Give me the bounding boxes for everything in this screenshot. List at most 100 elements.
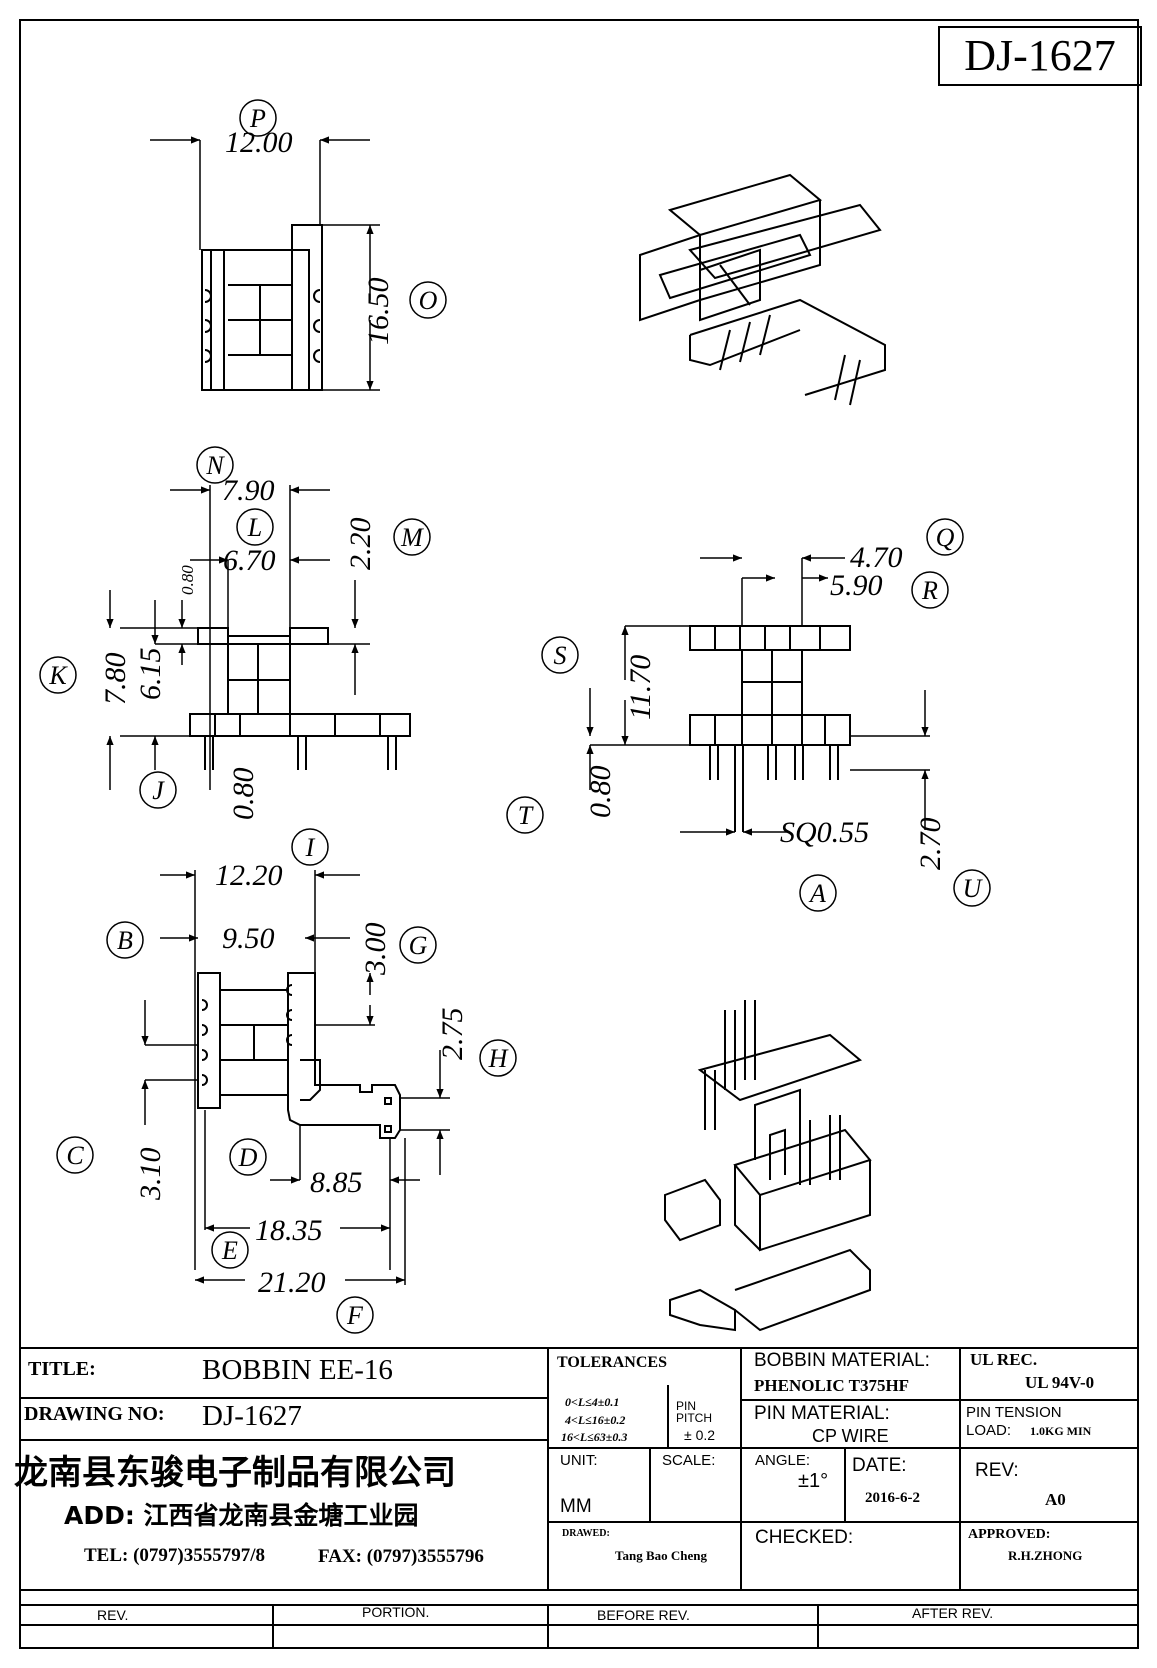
dim-u-2-70: 2.70 — [914, 818, 947, 871]
company-fax: FAX: (0797)3555796 — [318, 1546, 484, 1567]
company-tel: TEL: (0797)3555797/8 — [84, 1545, 266, 1566]
scale-label: SCALE: — [662, 1452, 716, 1469]
rev-header-rev: REV. — [97, 1607, 129, 1623]
dim-small-0-80: 0.80 — [178, 565, 197, 595]
title-label: TITLE: — [28, 1358, 96, 1380]
tolerance-2: 4<L≤16±0.2 — [565, 1413, 626, 1427]
drawing-no-value: DJ-1627 — [202, 1400, 302, 1432]
dim-k-6-15: 6.15 — [134, 648, 167, 701]
marker-l: L — [247, 513, 262, 542]
dim-d-8-85: 8.85 — [310, 1166, 363, 1199]
dim-h-2-75: 2.75 — [436, 1008, 469, 1061]
marker-k: K — [48, 661, 68, 690]
view-top-front — [201, 224, 323, 391]
marker-o: O — [419, 286, 438, 315]
dimension-lines-view1 — [150, 136, 380, 391]
marker-u: U — [963, 874, 984, 903]
checked-label: CHECKED: — [755, 1527, 854, 1548]
marker-b: B — [117, 926, 133, 955]
marker-q: Q — [936, 523, 955, 552]
dim-k-7-80: 7.80 — [99, 653, 132, 706]
circled-markers: P O N L M K J Q R S T A U I B G H C D E … — [39, 99, 991, 1334]
marker-c: C — [66, 1141, 84, 1170]
dim-a-sq: SQ0.55 — [780, 816, 869, 849]
marker-h: H — [488, 1044, 509, 1073]
marker-i: I — [305, 833, 316, 862]
marker-r: R — [921, 576, 938, 605]
marker-m: M — [400, 523, 424, 552]
pin-pitch-label: PIN PITCH — [676, 1399, 712, 1425]
dim-r-5-90: 5.90 — [830, 569, 883, 602]
tolerance-1: 0<L≤4±0.1 — [565, 1395, 620, 1409]
view-front — [689, 625, 851, 832]
isometric-view-top — [639, 173, 886, 406]
rev-header-before: BEFORE REV. — [597, 1607, 690, 1623]
approved-value: R.H.ZHONG — [1008, 1548, 1083, 1563]
pin-pitch-value: ± 0.2 — [684, 1427, 716, 1443]
dim-b-9-50: 9.50 — [222, 922, 275, 955]
marker-t: T — [518, 801, 534, 830]
title-value: BOBBIN EE-16 — [202, 1354, 393, 1386]
drawing-border — [19, 19, 1139, 1649]
drawing-id-box: DJ-1627 — [938, 26, 1142, 86]
marker-a: A — [808, 879, 826, 908]
dim-e-18-35: 18.35 — [255, 1214, 323, 1247]
dim-s-11-70: 11.70 — [624, 655, 657, 720]
rev-label: REV: — [975, 1460, 1019, 1481]
rev-header-after: AFTER REV. — [912, 1605, 994, 1621]
marker-s: S — [554, 641, 567, 670]
bobbin-material-label: BOBBIN MATERIAL: — [754, 1350, 930, 1371]
marker-p: P — [249, 104, 266, 133]
rev-header-portion: PORTION. — [362, 1604, 430, 1620]
ul-rec-value: UL 94V-0 — [1025, 1373, 1095, 1392]
bobbin-material-value: PHENOLIC T375HF — [754, 1376, 910, 1395]
date-value: 2016-6-2 — [865, 1490, 920, 1506]
dim-l-6-70: 6.70 — [223, 544, 276, 577]
dim-q-4-70: 4.70 — [850, 541, 903, 574]
marker-j: J — [152, 776, 165, 805]
drawn-label: DRAWED: — [562, 1528, 610, 1539]
pin-tension-label: PIN TENSION — [966, 1404, 1062, 1421]
tolerance-3: 16<L≤63±0.3 — [561, 1430, 628, 1444]
drawing-no-label: DRAWING NO: — [24, 1403, 165, 1425]
angle-value: ±1° — [798, 1470, 829, 1492]
company-address: ADD: 江西省龙南县金塘工业园 — [64, 1501, 419, 1530]
marker-g: G — [409, 931, 428, 960]
pin-material-label: PIN MATERIAL: — [754, 1403, 890, 1424]
date-label: DATE: — [852, 1455, 907, 1476]
unit-value: MM — [560, 1496, 592, 1517]
dim-m-2-20: 2.20 — [344, 518, 377, 571]
marker-d: D — [238, 1143, 258, 1172]
isometric-view-bottom — [664, 1000, 872, 1332]
approved-label: APPROVED: — [968, 1527, 1051, 1542]
dim-g-3-00: 3.00 — [359, 923, 392, 977]
unit-label: UNIT: — [560, 1452, 598, 1469]
tolerances-label: TOLERANCES — [557, 1354, 667, 1371]
pin-tension-load-label: LOAD: — [966, 1422, 1012, 1439]
rev-value: A0 — [1045, 1490, 1066, 1509]
view-bottom — [197, 972, 401, 1139]
dimension-lines-view2 — [106, 485, 370, 790]
dimension-labels: 12.00 16.50 7.90 6.70 2.20 0.80 7.80 6.1… — [99, 126, 947, 1299]
ul-rec-label: UL REC. — [970, 1350, 1038, 1369]
marker-e: E — [221, 1236, 238, 1265]
angle-label: ANGLE: — [755, 1452, 811, 1469]
dim-n-7-90: 7.90 — [222, 474, 275, 507]
dim-i-12-20: 12.20 — [215, 859, 283, 892]
view-side — [189, 627, 411, 770]
marker-n: N — [205, 451, 225, 480]
title-block-grid — [20, 1347, 1138, 1648]
dimension-lines-view3 — [586, 554, 930, 836]
dim-f-21-20: 21.20 — [258, 1266, 326, 1299]
pin-tension-value: 1.0KG MIN — [1030, 1424, 1092, 1438]
dim-j-0-80: 0.80 — [227, 768, 260, 821]
dim-t-0-80: 0.80 — [584, 766, 617, 819]
dim-c-3-10: 3.10 — [134, 1148, 167, 1202]
pin-material-value: CP WIRE — [812, 1426, 889, 1446]
company-name: 龙南县东骏电子制品有限公司 — [14, 1453, 456, 1493]
dim-o-16-50: 16.50 — [362, 278, 395, 346]
drawn-value: Tang Bao Cheng — [615, 1548, 707, 1563]
marker-f: F — [346, 1301, 364, 1330]
dim-p-12-00: 12.00 — [225, 126, 293, 159]
